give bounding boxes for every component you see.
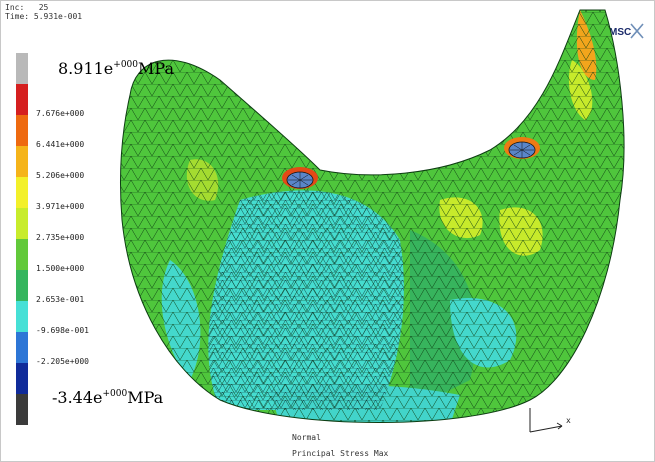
hole-right [504, 137, 540, 159]
coordinate-axis-triad: x [529, 408, 571, 433]
legend-label: 6.441e+000 [36, 140, 85, 149]
logo-text: MSC [609, 27, 631, 38]
legend-swatch [16, 270, 28, 301]
hole-left [282, 167, 318, 189]
legend-swatch [16, 146, 28, 177]
legend-swatch [16, 239, 28, 270]
legend-label: 3.971e+000 [36, 202, 85, 211]
legend-min-value: -3.44e+000MPa [52, 388, 163, 407]
legend-max-exponent: +000 [113, 60, 139, 70]
time-value: 5.931e-001 [33, 12, 83, 21]
legend-max-mantissa: 8.911e [58, 59, 114, 78]
fem-mesh-plot [119, 9, 625, 423]
legend-swatch [16, 332, 28, 363]
legend-swatch [16, 363, 28, 394]
legend-swatch [16, 115, 28, 146]
legend-swatch [16, 53, 28, 84]
time-label: Time: [5, 12, 30, 21]
legend-label: 2.653e-001 [36, 295, 85, 304]
legend-label: 2.735e+000 [36, 233, 85, 242]
legend-swatch [16, 394, 28, 425]
legend-max-unit: MPa [138, 59, 174, 78]
legend-swatch [16, 208, 28, 239]
legend-label: 5.206e+000 [36, 171, 85, 180]
axis-x-label: x [566, 416, 571, 425]
legend-swatch [16, 301, 28, 332]
legend-label: -2.205e+000 [36, 357, 89, 366]
legend-label: -9.698e-001 [36, 326, 89, 335]
legend-max-value: 8.911e+000MPa [58, 59, 174, 78]
legend-min-unit: MPa [127, 388, 164, 407]
legend-min-exponent: +000 [102, 389, 128, 399]
caption-line-1: Normal [292, 433, 321, 442]
legend-swatch [16, 177, 28, 208]
legend-label: 1.500e+000 [36, 264, 85, 273]
legend-swatch [16, 84, 28, 115]
legend-label: 7.676e+000 [36, 109, 85, 118]
caption-line-2: Principal Stress Max [292, 449, 389, 458]
msc-logo: MSC [609, 23, 644, 39]
increment-time-info: Inc: 25 Time: 5.931e-001 [5, 3, 82, 21]
inc-label: Inc: [5, 3, 25, 12]
legend-min-mantissa: -3.44e [52, 388, 103, 407]
inc-value: 25 [38, 3, 49, 12]
